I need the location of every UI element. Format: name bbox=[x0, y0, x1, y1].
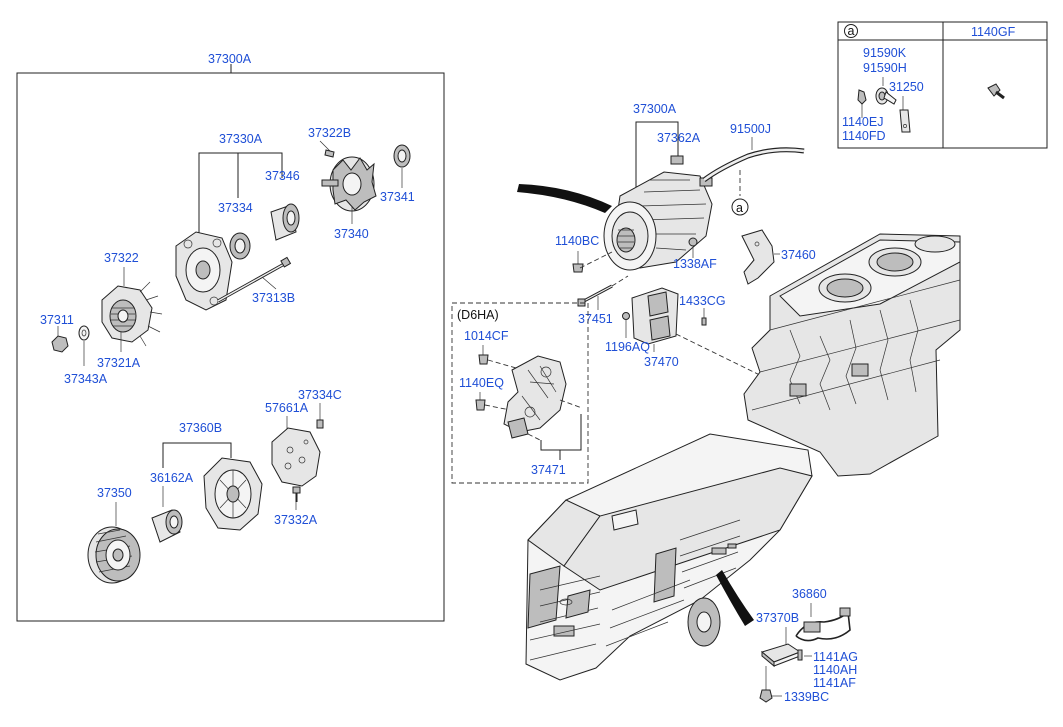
label-37362A: 37362A bbox=[657, 131, 701, 145]
through-bolt-37313B bbox=[217, 256, 292, 303]
bolt-1140EQ bbox=[475, 399, 486, 411]
screw-1141AG bbox=[797, 649, 803, 661]
label-57661A: 57661A bbox=[265, 401, 309, 415]
clip-91590 bbox=[875, 87, 897, 105]
label-37343A: 37343A bbox=[64, 372, 108, 386]
legend-header-a: a bbox=[848, 24, 855, 38]
label-91590K: 91590K bbox=[863, 46, 907, 60]
rear-housing-37360B bbox=[203, 457, 263, 531]
label-1140FD: 1140FD bbox=[842, 129, 886, 143]
fan-37321A bbox=[101, 281, 163, 347]
screw-37332A bbox=[292, 486, 301, 502]
label-36162A: 36162A bbox=[150, 471, 194, 485]
alternator-assembly bbox=[603, 171, 713, 271]
label-37332A: 37332A bbox=[274, 513, 318, 527]
rotor-37340 bbox=[321, 156, 377, 224]
label-37350: 37350 bbox=[97, 486, 132, 500]
label-1141AG: 1141AG bbox=[813, 650, 858, 664]
legend-ref-circle-a bbox=[844, 24, 858, 38]
screw-37334C bbox=[316, 419, 324, 429]
label-1339BC: 1339BC bbox=[784, 690, 829, 704]
legend-header-1140GF: 1140GF bbox=[971, 25, 1016, 39]
spacer-37346 bbox=[270, 203, 300, 241]
label-37322B: 37322B bbox=[308, 126, 351, 140]
bolt-1140BC bbox=[572, 263, 584, 273]
label-1140BC: 1140BC bbox=[555, 234, 599, 248]
label-37321A: 37321A bbox=[97, 356, 141, 370]
seal-ring-37341 bbox=[393, 144, 411, 168]
label-91500J: 91500J bbox=[730, 122, 771, 136]
label-d6ha: (D6HA) bbox=[457, 308, 499, 322]
d6ha-variant-box bbox=[451, 302, 589, 484]
relay-36860 bbox=[803, 621, 821, 633]
nut-1338AF bbox=[688, 237, 698, 247]
bearing-37334 bbox=[229, 232, 251, 260]
bushing-36162A bbox=[151, 509, 183, 543]
exploded-view-frame bbox=[16, 72, 445, 622]
bolt-1140GF bbox=[987, 83, 1005, 100]
label-37460: 37460 bbox=[781, 248, 816, 262]
label-37300A-main: 37300A bbox=[208, 52, 252, 66]
rear-cover-57661A bbox=[271, 427, 321, 487]
label-1196AQ: 1196AQ bbox=[605, 340, 650, 354]
label-1140EJ: 1140EJ bbox=[842, 115, 883, 129]
label-31250: 31250 bbox=[889, 80, 924, 94]
bolt-1140EJ bbox=[857, 89, 867, 105]
label-37340: 37340 bbox=[334, 227, 369, 241]
bracket-37471 bbox=[503, 355, 567, 439]
module-37370B bbox=[760, 643, 802, 668]
label-37471: 37471 bbox=[531, 463, 566, 477]
bracket-31250 bbox=[899, 109, 911, 133]
ref-circle-a bbox=[731, 198, 749, 216]
label-91590H: 91590H bbox=[863, 61, 907, 75]
pin-1433CG bbox=[701, 317, 707, 326]
washer-37343A bbox=[78, 325, 90, 341]
label-37334: 37334 bbox=[218, 201, 253, 215]
bracket-37460 bbox=[741, 229, 775, 285]
pointer-arrow bbox=[517, 184, 612, 213]
label-37346: 37346 bbox=[265, 169, 300, 183]
pulley-37350 bbox=[87, 526, 141, 584]
bracket-37470 bbox=[631, 287, 679, 345]
bolt-1014CF bbox=[478, 354, 489, 365]
label-37370B: 37370B bbox=[756, 611, 799, 625]
label-37470: 37470 bbox=[644, 355, 679, 369]
nut-37311 bbox=[51, 335, 69, 353]
engine-block bbox=[743, 233, 961, 477]
key-37322B bbox=[324, 149, 335, 158]
connector-37362A bbox=[670, 155, 684, 165]
label-37330A: 37330A bbox=[219, 132, 263, 146]
label-ref-a: a bbox=[736, 201, 743, 215]
bolt-1196AQ bbox=[622, 312, 630, 320]
bolt-37451 bbox=[577, 284, 613, 307]
label-37451: 37451 bbox=[578, 312, 613, 326]
label-37334C: 37334C bbox=[298, 388, 342, 402]
legend-table bbox=[837, 21, 1048, 149]
label-1141AF: 1141AF bbox=[813, 676, 856, 690]
label-37341: 37341 bbox=[380, 190, 415, 204]
label-1433CG: 1433CG bbox=[679, 294, 726, 308]
front-housing bbox=[175, 231, 233, 311]
label-37300A-engine: 37300A bbox=[633, 102, 677, 116]
label-37311: 37311 bbox=[40, 313, 74, 327]
label-37313B: 37313B bbox=[252, 291, 295, 305]
bus-pointer-arrow bbox=[716, 570, 754, 626]
label-1014CF: 1014CF bbox=[464, 329, 509, 343]
label-1140EQ: 1140EQ bbox=[459, 376, 504, 390]
nut-1339BC bbox=[759, 689, 773, 703]
bus-illustration bbox=[525, 433, 813, 681]
label-1140AH: 1140AH bbox=[813, 663, 857, 677]
label-36860: 36860 bbox=[792, 587, 827, 601]
label-37360B: 37360B bbox=[179, 421, 222, 435]
label-1338AF: 1338AF bbox=[673, 257, 717, 271]
label-37322: 37322 bbox=[104, 251, 139, 265]
